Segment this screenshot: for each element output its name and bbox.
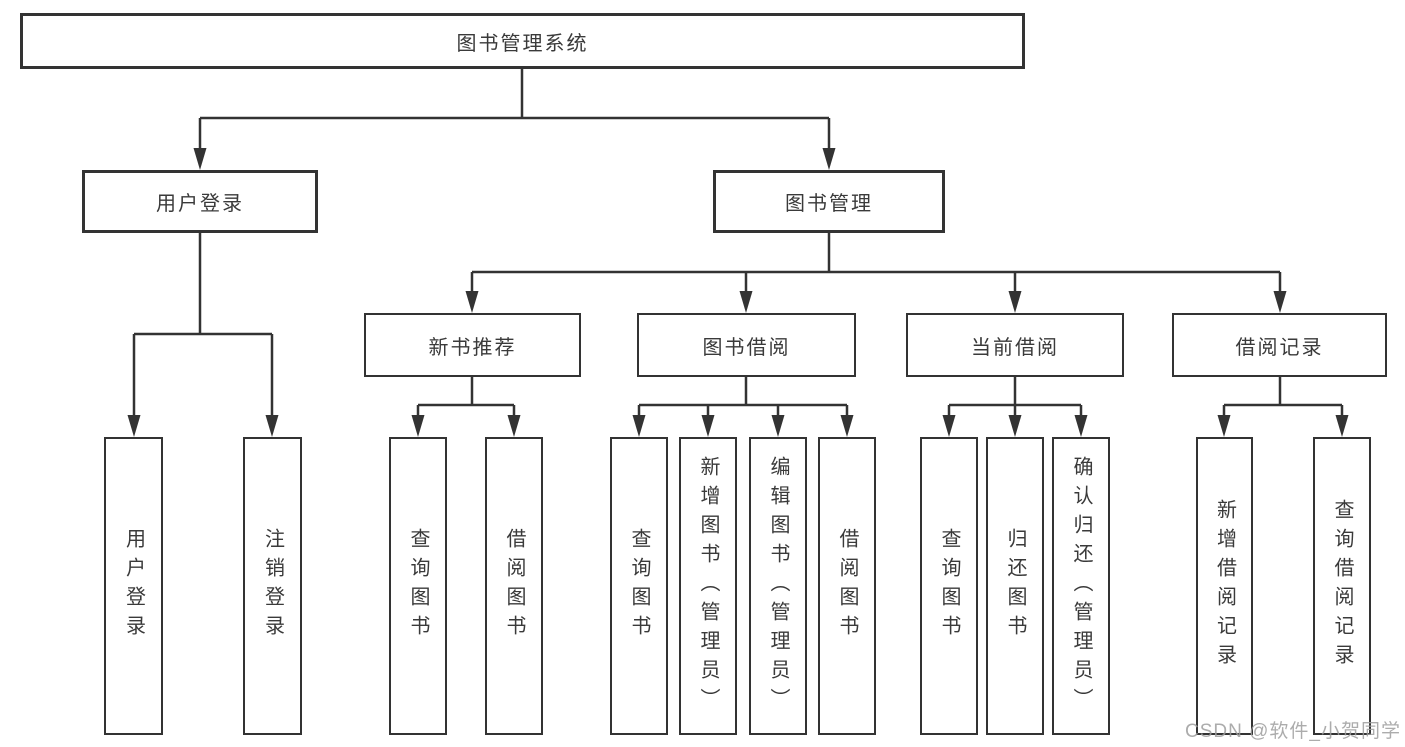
node-leaf-add-borrow-record-label: 新增借阅记录 xyxy=(1213,499,1236,673)
node-leaf-add-book-admin-label: 新增图书（管理员） xyxy=(697,455,719,717)
node-leaf-return-book: 归还图书 xyxy=(986,437,1044,735)
node-leaf-return-book-label: 归还图书 xyxy=(1004,528,1026,644)
node-leaf-borrow-book-recommend: 借阅图书 xyxy=(485,437,543,735)
arrow-leaf-borrow-book-recommend xyxy=(507,415,521,437)
node-book-borrowing-label: 图书借阅 xyxy=(702,336,791,359)
node-leaf-add-borrow-record: 新增借阅记录 xyxy=(1196,437,1253,735)
node-root-label: 图书管理系统 xyxy=(456,32,589,55)
arrow-leaf-query-books-borrow xyxy=(632,415,646,437)
node-root: 图书管理系统 xyxy=(20,13,1025,69)
node-current-borrowing-label: 当前借阅 xyxy=(971,336,1059,359)
arrow-current-borrowing xyxy=(1008,291,1022,313)
arrow-leaf-logout xyxy=(265,415,279,437)
node-leaf-logout-label: 注销登录 xyxy=(261,528,284,644)
node-leaf-query-books-borrow: 查询图书 xyxy=(610,437,668,735)
arrow-leaf-user-login xyxy=(127,415,141,437)
arrow-book-borrowing xyxy=(739,291,753,313)
arrow-leaf-borrow-book xyxy=(840,415,854,437)
arrow-user-login xyxy=(193,148,207,170)
node-leaf-query-books-recommend-label: 查询图书 xyxy=(407,528,429,644)
node-leaf-borrow-book-label: 借阅图书 xyxy=(836,528,858,644)
arrow-leaf-add-book-admin xyxy=(701,415,715,437)
arrow-borrowing-records xyxy=(1273,291,1287,313)
node-borrowing-records: 借阅记录 xyxy=(1172,313,1387,377)
arrow-leaf-edit-book-admin xyxy=(771,415,785,437)
arrow-leaf-return-book xyxy=(1008,415,1022,437)
edge-borrowing-records-stem xyxy=(1222,377,1344,419)
edge-current-borrowing-stem xyxy=(947,377,1083,419)
node-leaf-logout: 注销登录 xyxy=(243,437,302,735)
edge-book-borrowing-stem xyxy=(637,377,849,419)
csdn-watermark: CSDN @软件_小贺同学 xyxy=(1185,721,1401,742)
node-book-borrowing: 图书借阅 xyxy=(637,313,856,377)
edge-root-stem xyxy=(198,69,831,152)
node-leaf-borrow-book: 借阅图书 xyxy=(818,437,876,735)
node-book-management: 图书管理 xyxy=(713,170,945,233)
node-leaf-query-borrow-record-label: 查询借阅记录 xyxy=(1331,499,1353,673)
arrow-leaf-confirm-return-admin xyxy=(1074,415,1088,437)
node-leaf-user-login-label: 用户登录 xyxy=(122,528,145,644)
edge-new-book-recommend-stem xyxy=(416,377,516,419)
node-new-book-recommend: 新书推荐 xyxy=(364,313,581,377)
arrow-book-management xyxy=(822,148,836,170)
node-leaf-query-books-current: 查询图书 xyxy=(920,437,978,735)
node-user-login-label: 用户登录 xyxy=(156,193,244,215)
node-user-login: 用户登录 xyxy=(82,170,318,233)
edge-book-management-stem xyxy=(470,233,1282,295)
node-current-borrowing: 当前借阅 xyxy=(906,313,1124,377)
node-leaf-query-books-recommend: 查询图书 xyxy=(389,437,447,735)
node-leaf-edit-book-admin-label: 编辑图书（管理员） xyxy=(767,455,789,717)
node-leaf-confirm-return-admin-label: 确认归还（管理员） xyxy=(1070,455,1092,717)
node-leaf-query-borrow-record: 查询借阅记录 xyxy=(1313,437,1371,735)
node-leaf-edit-book-admin: 编辑图书（管理员） xyxy=(749,437,807,735)
arrow-leaf-query-books-current xyxy=(942,415,956,437)
node-borrowing-records-label: 借阅记录 xyxy=(1235,336,1324,359)
node-leaf-query-books-borrow-label: 查询图书 xyxy=(628,528,650,644)
arrow-new-book-recommend xyxy=(465,291,479,313)
node-leaf-user-login: 用户登录 xyxy=(104,437,163,735)
node-leaf-add-book-admin: 新增图书（管理员） xyxy=(679,437,737,735)
node-leaf-confirm-return-admin: 确认归还（管理员） xyxy=(1052,437,1110,735)
edge-user-login-stem xyxy=(132,233,274,419)
node-leaf-borrow-book-recommend-label: 借阅图书 xyxy=(503,528,525,644)
arrow-leaf-query-borrow-record xyxy=(1335,415,1349,437)
node-leaf-query-books-current-label: 查询图书 xyxy=(938,528,960,644)
arrow-leaf-query-books-recommend xyxy=(411,415,425,437)
arrow-leaf-add-borrow-record xyxy=(1217,415,1231,437)
node-new-book-recommend-label: 新书推荐 xyxy=(428,336,517,359)
node-book-management-label: 图书管理 xyxy=(785,193,873,215)
